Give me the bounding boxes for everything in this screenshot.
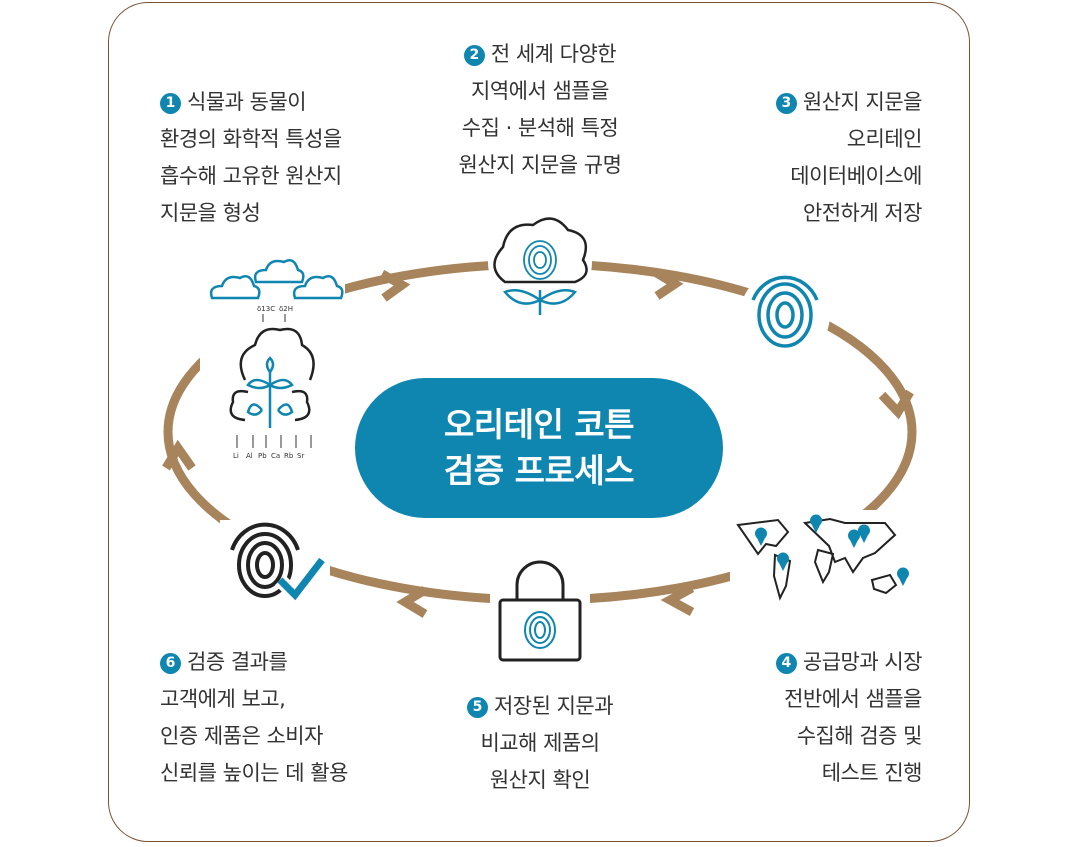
fingerprint-icon <box>751 275 819 348</box>
step-line: 저장된 지문과 <box>493 694 614 718</box>
step-line: 수집해 검증 및 <box>796 724 923 748</box>
world-map-icon <box>736 514 910 601</box>
step-1-number: 1 <box>160 93 181 114</box>
step-line: 테스트 진행 <box>821 761 923 785</box>
step-line: 비교해 제품의 <box>480 731 600 755</box>
fingerprint-check-icon <box>230 522 328 606</box>
step-5-number: 5 <box>466 697 488 718</box>
chevron-4 <box>660 584 695 616</box>
step-line: 신뢰를 높이는 데 활용 <box>160 761 348 785</box>
step-line: 원산지 확인 <box>489 768 591 792</box>
step-line: 전반에서 샘플을 <box>784 687 922 711</box>
diagram-frame <box>108 2 970 842</box>
step-1-text: 1 식물과 동물이 환경의 화학적 특성을 흡수해 고유한 원산지 지문을 형성 <box>160 84 342 232</box>
step-2-number: 2 <box>463 45 485 66</box>
step-line: 식물과 동물이 <box>187 90 307 114</box>
chevron-2 <box>652 268 684 300</box>
step-line: 전 세계 다양한 <box>490 42 617 66</box>
step-line: 인증 제품은 소비자 <box>160 724 323 748</box>
step-line: 지역에서 샘플을 <box>471 79 609 103</box>
process-title-badge: 오리테인 코튼 검증 프로세스 <box>355 378 723 518</box>
step-6-text: 6 검증 결과를 고객에게 보고, 인증 제품은 소비자 신뢰를 높이는 데 활용 <box>160 644 348 792</box>
step-line: 데이터베이스에 <box>790 164 922 188</box>
chevron-1 <box>379 270 411 302</box>
step-4-number: 4 <box>775 653 797 674</box>
step-line: 수집 · 분석해 특정 <box>461 116 619 140</box>
step-line: 검증 결과를 <box>187 650 288 674</box>
padlock-icon <box>498 560 582 662</box>
step-line: 고객에게 보고, <box>160 687 286 711</box>
chevron-6 <box>162 439 196 471</box>
svg-text:Al: Al <box>246 452 253 460</box>
cloud-plant-icon: δ13C δ2H Li Al Pb Ca Rb Sr <box>209 259 344 460</box>
title-line-1: 오리테인 코튼 <box>443 405 635 444</box>
svg-text:Pb: Pb <box>258 452 267 460</box>
step-line: 원산지 지문을 규명 <box>458 153 622 177</box>
svg-text:δ2H: δ2H <box>279 305 293 313</box>
svg-text:Ca: Ca <box>271 452 280 460</box>
step-line: 오리테인 <box>846 127 923 151</box>
step-line: 환경의 화학적 특성을 <box>160 127 342 151</box>
step-3-number: 3 <box>775 93 797 114</box>
title-line-2: 검증 프로세스 <box>443 451 635 490</box>
step-6-number: 6 <box>160 653 181 674</box>
svg-text:δ13C: δ13C <box>257 305 275 313</box>
step-line: 원산지 지문을 <box>802 90 923 114</box>
step-line: 공급망과 시장 <box>802 650 923 674</box>
chevron-5 <box>396 586 428 618</box>
svg-text:Sr: Sr <box>297 452 304 460</box>
svg-text:Rb: Rb <box>284 452 294 460</box>
cotton-fingerprint-icon <box>493 217 588 315</box>
step-line: 지문을 형성 <box>160 201 261 225</box>
svg-text:Li: Li <box>233 452 239 460</box>
step-line: 흡수해 고유한 원산지 <box>160 164 342 188</box>
chevron-3 <box>878 389 914 420</box>
step-line: 안전하게 저장 <box>802 201 923 225</box>
